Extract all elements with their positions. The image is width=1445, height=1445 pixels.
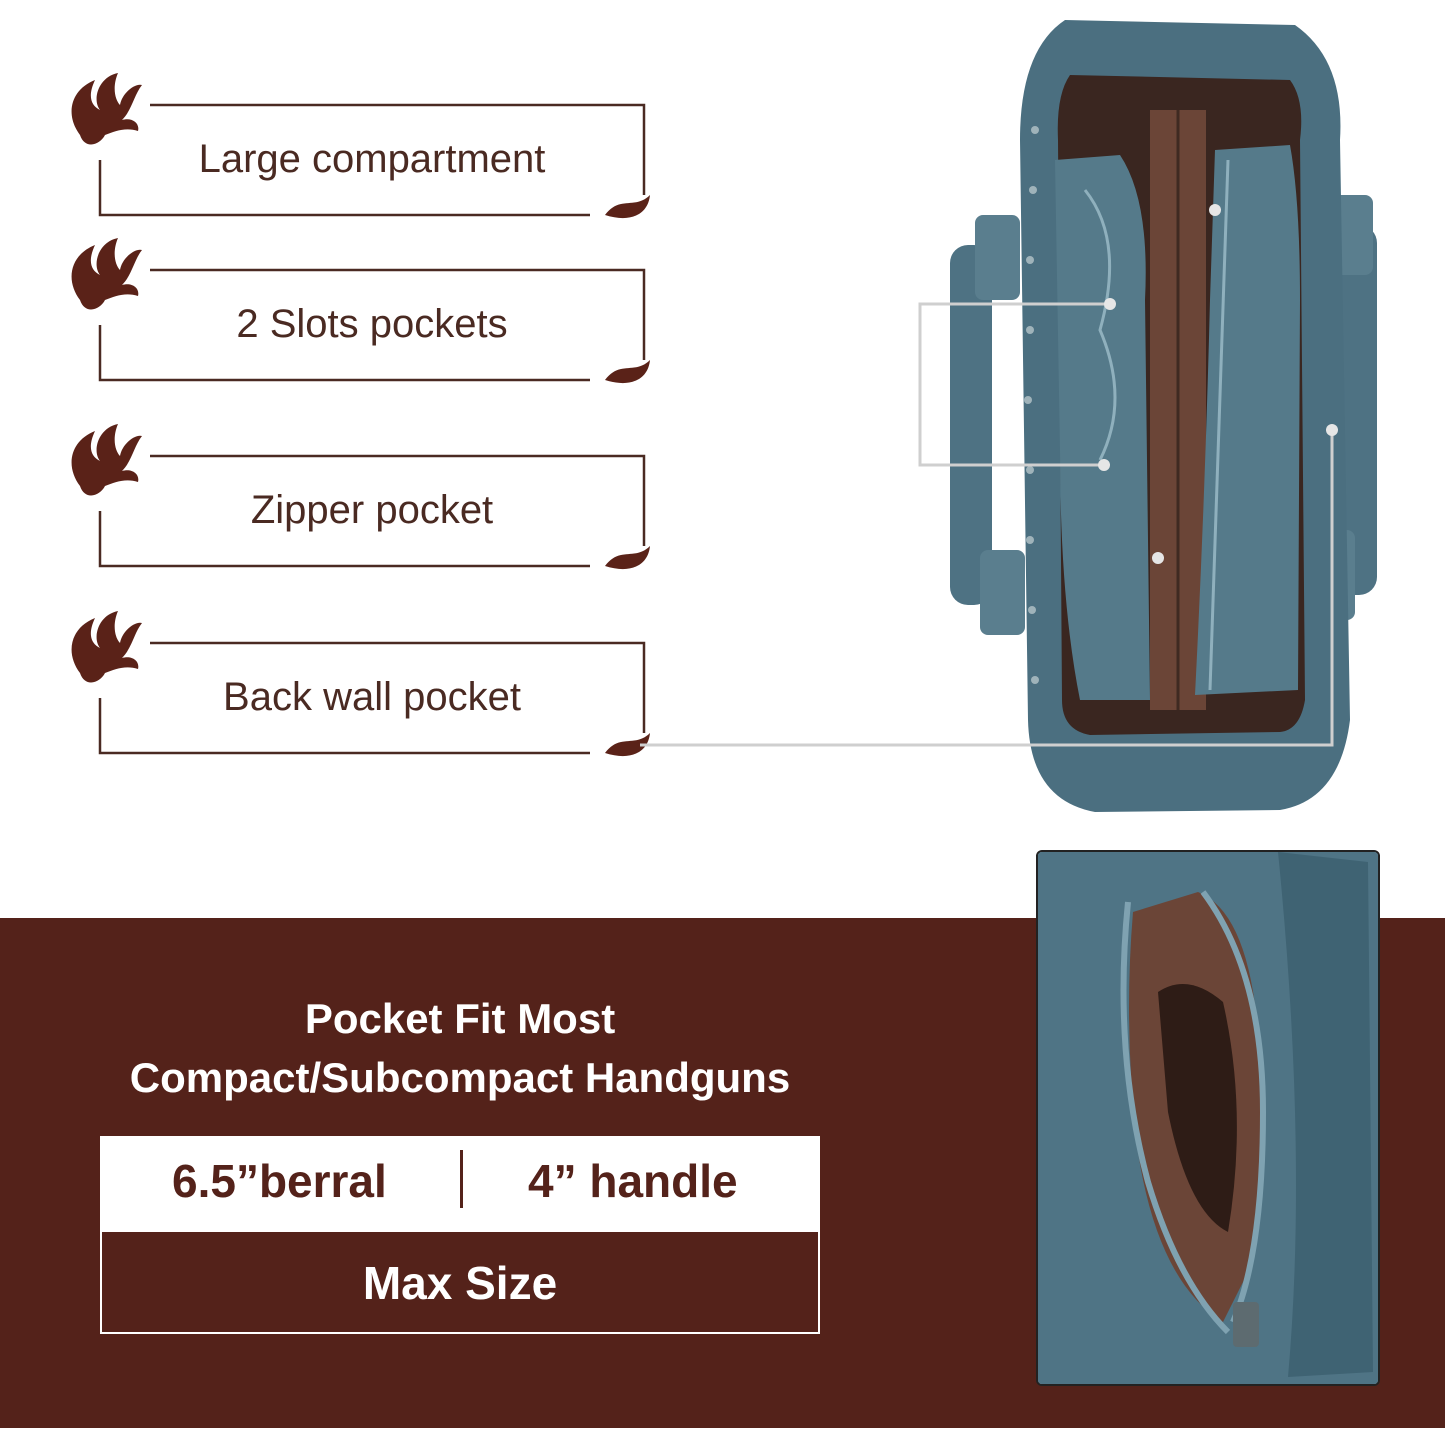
callout-frame	[98, 641, 650, 757]
callout-large-compartment: Large compartment	[60, 65, 660, 225]
headline-line1: Pocket Fit Most	[304, 995, 616, 1042]
leaf-ornament-icon	[605, 195, 650, 219]
spec-size-box: 6.5”berral 4” handle	[100, 1136, 820, 1231]
callout-label: Zipper pocket	[250, 488, 494, 532]
callout-label: Large compartment	[198, 137, 546, 181]
callout-frame	[98, 268, 650, 384]
callout-zipper-pocket: Zipper pocket	[60, 416, 660, 576]
callout-frame	[98, 454, 650, 570]
callout-label: 2 Slots pockets	[236, 302, 508, 346]
bag-top-view-image	[640, 20, 1377, 812]
callout-slot-pockets: 2 Slots pockets	[60, 230, 660, 390]
callout-back-wall-pocket: Back wall pocket	[60, 603, 660, 763]
spec-divider	[460, 1150, 463, 1208]
headline-line2: Compact/Subcompact Handguns	[129, 1054, 791, 1101]
spec-handle: 4” handle	[528, 1155, 738, 1207]
flower-ornament-icon	[71, 424, 142, 496]
leaf-ornament-icon	[605, 733, 650, 757]
flower-ornament-icon	[71, 73, 142, 145]
callout-frame	[98, 103, 650, 219]
leaf-ornament-icon	[605, 360, 650, 384]
callout-label: Back wall pocket	[223, 675, 521, 719]
flower-ornament-icon	[71, 238, 142, 310]
flower-ornament-icon	[71, 611, 142, 683]
spec-barrel: 6.5”berral	[172, 1155, 387, 1207]
spec-max-size-box: Max Size	[100, 1230, 820, 1334]
spec-max-size: Max Size	[362, 1257, 558, 1309]
leaf-ornament-icon	[605, 546, 650, 570]
pocket-detail-image	[1036, 850, 1380, 1386]
